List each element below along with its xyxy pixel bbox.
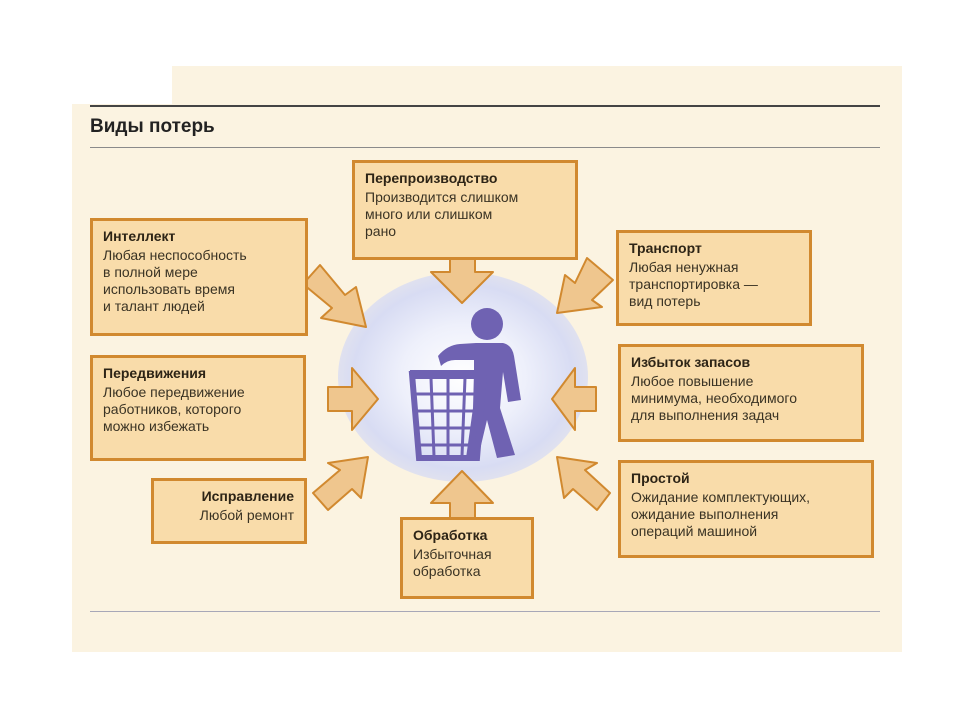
box-inventory-heading: Избыток запасов — [631, 354, 751, 370]
arrow-downtime — [556, 456, 611, 511]
diagram-title: Виды потерь — [90, 116, 215, 137]
box-movement-heading: Передвижения — [103, 365, 207, 381]
box-downtime-text: Ожидание комплектующих, ожидание выполне… — [631, 489, 811, 539]
box-overproduction: Перепроизводство Производится слишком мн… — [352, 160, 578, 260]
box-inventory-text: Любое повышение минимума, необходимого д… — [631, 373, 797, 423]
bottom-rule — [90, 611, 880, 612]
arrow-transport — [556, 257, 614, 314]
box-transport-text: Любая ненужная транспортировка — вид пот… — [629, 259, 758, 309]
box-inventory: Избыток запасов Любое повышение минимума… — [618, 344, 864, 442]
box-movement-text: Любое передвижение работников, которого … — [103, 384, 245, 434]
arrow-correction — [312, 456, 369, 511]
title-underline — [90, 147, 880, 148]
arrow-processing — [430, 470, 494, 519]
box-intellect-heading: Интеллект — [103, 228, 176, 244]
box-intellect: Интеллект Любая неспособность в полной м… — [90, 218, 308, 336]
box-correction-heading: Исправление — [201, 488, 294, 504]
box-correction: Исправление Любой ремонт — [151, 478, 307, 544]
box-movement: Передвижения Любое передвижение работник… — [90, 355, 306, 461]
arrow-movement — [327, 367, 379, 431]
box-correction-text: Любой ремонт — [199, 507, 294, 523]
panel-corner — [72, 66, 172, 104]
box-processing-text: Избыточная обработка — [413, 546, 492, 579]
top-rule — [90, 105, 880, 107]
box-processing: Обработка Избыточная обработка — [400, 517, 534, 599]
box-overproduction-heading: Перепроизводство — [365, 170, 498, 186]
box-intellect-text: Любая неспособность в полной мере исполь… — [103, 247, 247, 314]
box-overproduction-text: Производится слишком много или слишком р… — [365, 189, 519, 239]
box-processing-heading: Обработка — [413, 527, 488, 543]
box-transport: Транспорт Любая ненужная транспортировка… — [616, 230, 812, 326]
arrow-inventory — [551, 367, 597, 431]
box-transport-heading: Транспорт — [629, 240, 702, 256]
box-downtime: Простой Ожидание комплектующих, ожидание… — [618, 460, 874, 558]
box-downtime-heading: Простой — [631, 470, 690, 486]
